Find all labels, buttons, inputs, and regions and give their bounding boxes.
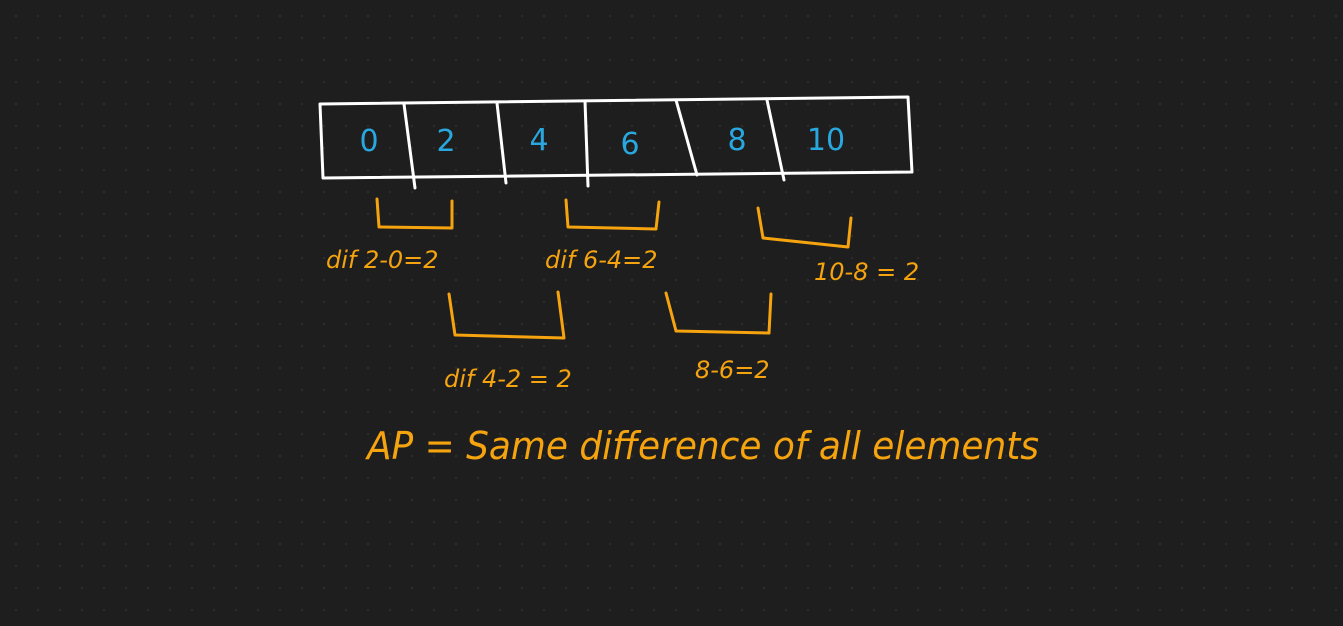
array-cell-5: 10 <box>807 123 845 158</box>
brackets <box>375 197 853 340</box>
array-divider-5 <box>765 98 786 182</box>
array-cell-2: 4 <box>529 123 548 158</box>
annotation-diff-8-6: 8-6=2 <box>695 356 770 384</box>
array-outline <box>318 95 914 180</box>
bracket-diff-10-8 <box>756 206 853 249</box>
annotations: dif 2-0=2 dif 6-4=2 10-8 = 2 dif 4-2 = 2… <box>326 246 1039 468</box>
annotation-diff-2-0: dif 2-0=2 <box>326 246 439 274</box>
bracket-diff-4-2 <box>447 290 566 340</box>
array-divider-4 <box>674 98 699 177</box>
array-divider-1 <box>402 102 417 190</box>
annotation-diff-10-8: 10-8 = 2 <box>814 258 919 286</box>
array-cell-0: 0 <box>359 124 378 159</box>
array-divider-3 <box>583 99 590 188</box>
array-box <box>318 95 914 190</box>
array-cell-1: 2 <box>436 124 455 159</box>
array-divider-2 <box>495 101 508 185</box>
array-cell-4: 8 <box>727 123 746 158</box>
bracket-diff-2-0 <box>375 197 454 230</box>
annotation-diff-6-4: dif 6-4=2 <box>545 246 658 274</box>
bracket-diff-8-6 <box>664 291 773 335</box>
ap-definition-note: AP = Same difference of all elements <box>364 424 1039 468</box>
bracket-diff-6-4 <box>564 198 661 231</box>
array-cells: 0 2 4 6 8 10 <box>359 123 845 162</box>
array-cell-3: 6 <box>620 127 639 162</box>
annotation-diff-4-2: dif 4-2 = 2 <box>444 365 572 393</box>
